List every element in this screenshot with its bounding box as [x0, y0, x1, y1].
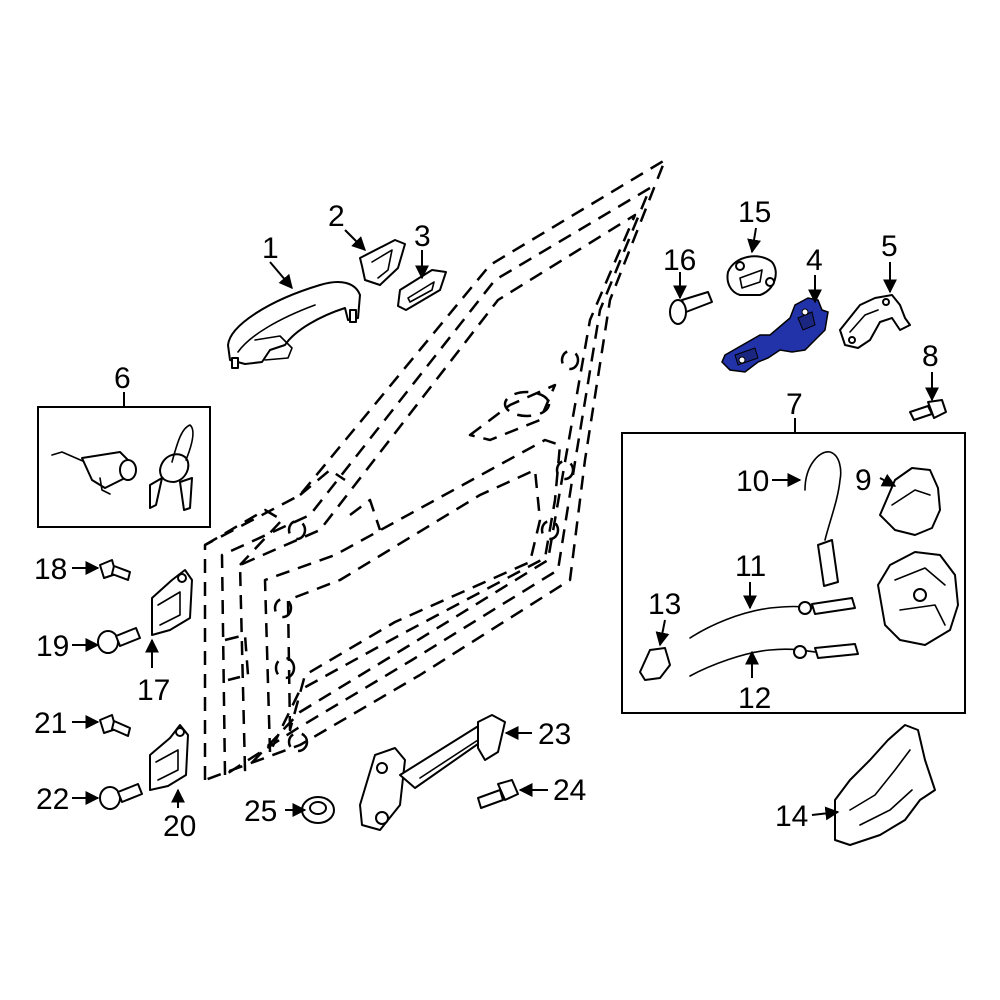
- nut-25-part: [301, 796, 335, 824]
- callout-10: 10: [736, 465, 769, 498]
- callout-22: 22: [36, 783, 69, 816]
- bolt-22-part: [99, 783, 143, 810]
- callout-5: 5: [881, 230, 898, 263]
- callout-16: 16: [663, 244, 696, 277]
- bolt-18-part: [99, 559, 131, 581]
- bracket-5-part: [839, 294, 911, 349]
- striker-part: [726, 255, 777, 296]
- panel-bracket-part: [834, 724, 936, 846]
- callout-19: 19: [36, 630, 69, 663]
- handle-cap-part: [359, 239, 406, 286]
- callout-25: 25: [244, 795, 277, 828]
- lower-hinge-part: [149, 724, 189, 791]
- callout-1: 1: [262, 232, 279, 265]
- callout-18: 18: [34, 553, 67, 586]
- latch-assembly-group: [621, 432, 966, 714]
- lock-cylinder-group: [37, 406, 211, 528]
- callout-labels: 1 2 3 4 5 6 7 8 9 10 11 12 13 14 15 16 1…: [34, 196, 939, 843]
- outside-handle-part: [227, 281, 361, 369]
- callout-15: 15: [738, 196, 771, 229]
- check-strap-part: [359, 714, 506, 831]
- callout-6: 6: [114, 362, 131, 395]
- bolt-21-part: [99, 714, 131, 737]
- callout-17: 17: [137, 674, 170, 707]
- callout-11: 11: [735, 550, 766, 583]
- upper-hinge-part: [151, 569, 193, 636]
- callout-3: 3: [414, 220, 431, 253]
- callout-21: 21: [34, 707, 67, 740]
- callout-24: 24: [553, 774, 586, 807]
- callout-2: 2: [328, 200, 345, 233]
- leader-lines: [72, 227, 939, 821]
- door-frame: [203, 158, 667, 782]
- callout-23: 23: [538, 718, 571, 751]
- callout-7: 7: [786, 388, 803, 421]
- callout-14: 14: [775, 800, 808, 833]
- bolt-19-part: [97, 627, 141, 654]
- callout-4: 4: [806, 244, 823, 277]
- handle-bracket-part: [721, 297, 829, 373]
- callout-13: 13: [648, 588, 681, 621]
- callout-12: 12: [738, 682, 771, 715]
- gasket-part: [397, 269, 447, 311]
- bolt-16-part: [669, 291, 713, 325]
- callout-9: 9: [855, 464, 872, 497]
- callout-20: 20: [163, 810, 196, 843]
- screw-8-part: [909, 399, 947, 421]
- callout-8: 8: [922, 340, 939, 373]
- bolt-24-part: [477, 779, 519, 809]
